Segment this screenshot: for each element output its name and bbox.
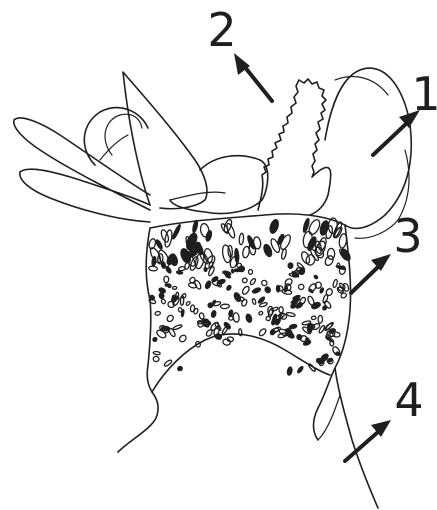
central-petal-fold bbox=[170, 192, 225, 200]
speckle bbox=[298, 284, 305, 291]
speckle bbox=[245, 313, 253, 323]
speckle bbox=[225, 223, 236, 239]
speckle bbox=[190, 305, 195, 312]
left-bud-fold bbox=[100, 135, 128, 160]
speckle bbox=[261, 279, 268, 286]
speckle bbox=[205, 230, 213, 242]
speckle bbox=[152, 336, 159, 342]
speckle bbox=[185, 301, 190, 306]
speckle bbox=[318, 315, 323, 323]
arrow-2 bbox=[244, 66, 272, 101]
central-pointed-petal bbox=[123, 72, 207, 209]
speckle bbox=[153, 356, 160, 362]
speckle bbox=[307, 295, 315, 306]
speckle bbox=[286, 312, 295, 317]
speckle bbox=[171, 223, 182, 240]
speckle bbox=[330, 341, 334, 346]
speckle bbox=[177, 365, 184, 371]
speckle bbox=[203, 267, 207, 272]
speckle bbox=[308, 288, 314, 293]
speckle bbox=[295, 333, 303, 341]
speckle bbox=[159, 292, 164, 298]
speckle bbox=[153, 351, 160, 355]
speckle bbox=[268, 308, 274, 317]
speckle bbox=[173, 324, 183, 330]
speckle bbox=[241, 285, 250, 295]
speckle bbox=[331, 346, 341, 357]
speckle bbox=[242, 246, 250, 258]
speckle bbox=[181, 309, 185, 317]
speckle bbox=[258, 311, 263, 316]
arrow-3 bbox=[351, 266, 379, 293]
speckle bbox=[181, 293, 186, 299]
speckle bbox=[233, 312, 240, 322]
speckle bbox=[251, 287, 261, 295]
speckle bbox=[300, 251, 311, 265]
speckle bbox=[155, 239, 164, 251]
speckle bbox=[281, 249, 287, 260]
speckle bbox=[276, 233, 285, 245]
speckle bbox=[225, 284, 232, 291]
speckle bbox=[276, 285, 280, 292]
speckle bbox=[305, 254, 316, 266]
speckle bbox=[328, 248, 335, 259]
callout-label-3: 3 bbox=[393, 209, 422, 263]
speckle bbox=[317, 237, 327, 251]
speckle bbox=[172, 286, 177, 289]
speckle bbox=[286, 366, 293, 376]
speckle bbox=[268, 218, 280, 235]
receptacle-speckles bbox=[148, 218, 352, 376]
speckle bbox=[238, 266, 246, 273]
speckle bbox=[288, 262, 294, 268]
speckle bbox=[249, 270, 253, 275]
speckle bbox=[313, 274, 319, 280]
stalk-left bbox=[314, 408, 319, 440]
speckle bbox=[332, 279, 338, 288]
callout-label-4: 4 bbox=[394, 373, 423, 427]
speckle bbox=[205, 329, 213, 337]
speckle bbox=[252, 298, 257, 304]
speckle bbox=[184, 262, 190, 270]
speckle bbox=[149, 266, 158, 271]
speckle bbox=[161, 298, 166, 304]
right-rounded-petal bbox=[325, 68, 411, 228]
middle-lower-lobe bbox=[170, 156, 268, 214]
speckle bbox=[338, 233, 347, 248]
speckle bbox=[239, 233, 244, 245]
speckle bbox=[155, 311, 161, 316]
speckle bbox=[324, 254, 335, 266]
speckle bbox=[199, 312, 205, 319]
arrow-1 bbox=[373, 122, 408, 155]
speckle bbox=[311, 316, 316, 320]
speckle bbox=[221, 244, 231, 263]
speckle bbox=[249, 278, 256, 286]
speckle bbox=[164, 276, 169, 283]
callout-label-1: 1 bbox=[411, 67, 437, 121]
speckle bbox=[279, 307, 283, 313]
speckle bbox=[258, 328, 267, 337]
speckle bbox=[214, 333, 223, 341]
speckle bbox=[318, 220, 330, 237]
speckle bbox=[264, 286, 272, 294]
speckle bbox=[165, 266, 173, 275]
speckle bbox=[222, 270, 232, 276]
speckle bbox=[178, 334, 187, 343]
callout-label-2: 2 bbox=[207, 3, 236, 57]
speckle bbox=[204, 280, 212, 290]
speckle bbox=[220, 223, 230, 234]
speckle bbox=[211, 310, 217, 318]
speckle bbox=[220, 304, 229, 309]
speckle bbox=[166, 314, 175, 323]
speckle bbox=[296, 365, 304, 374]
speckle bbox=[242, 277, 248, 283]
flower-drawing bbox=[14, 68, 411, 508]
arrow-4 bbox=[345, 432, 378, 461]
speckle bbox=[178, 307, 182, 312]
